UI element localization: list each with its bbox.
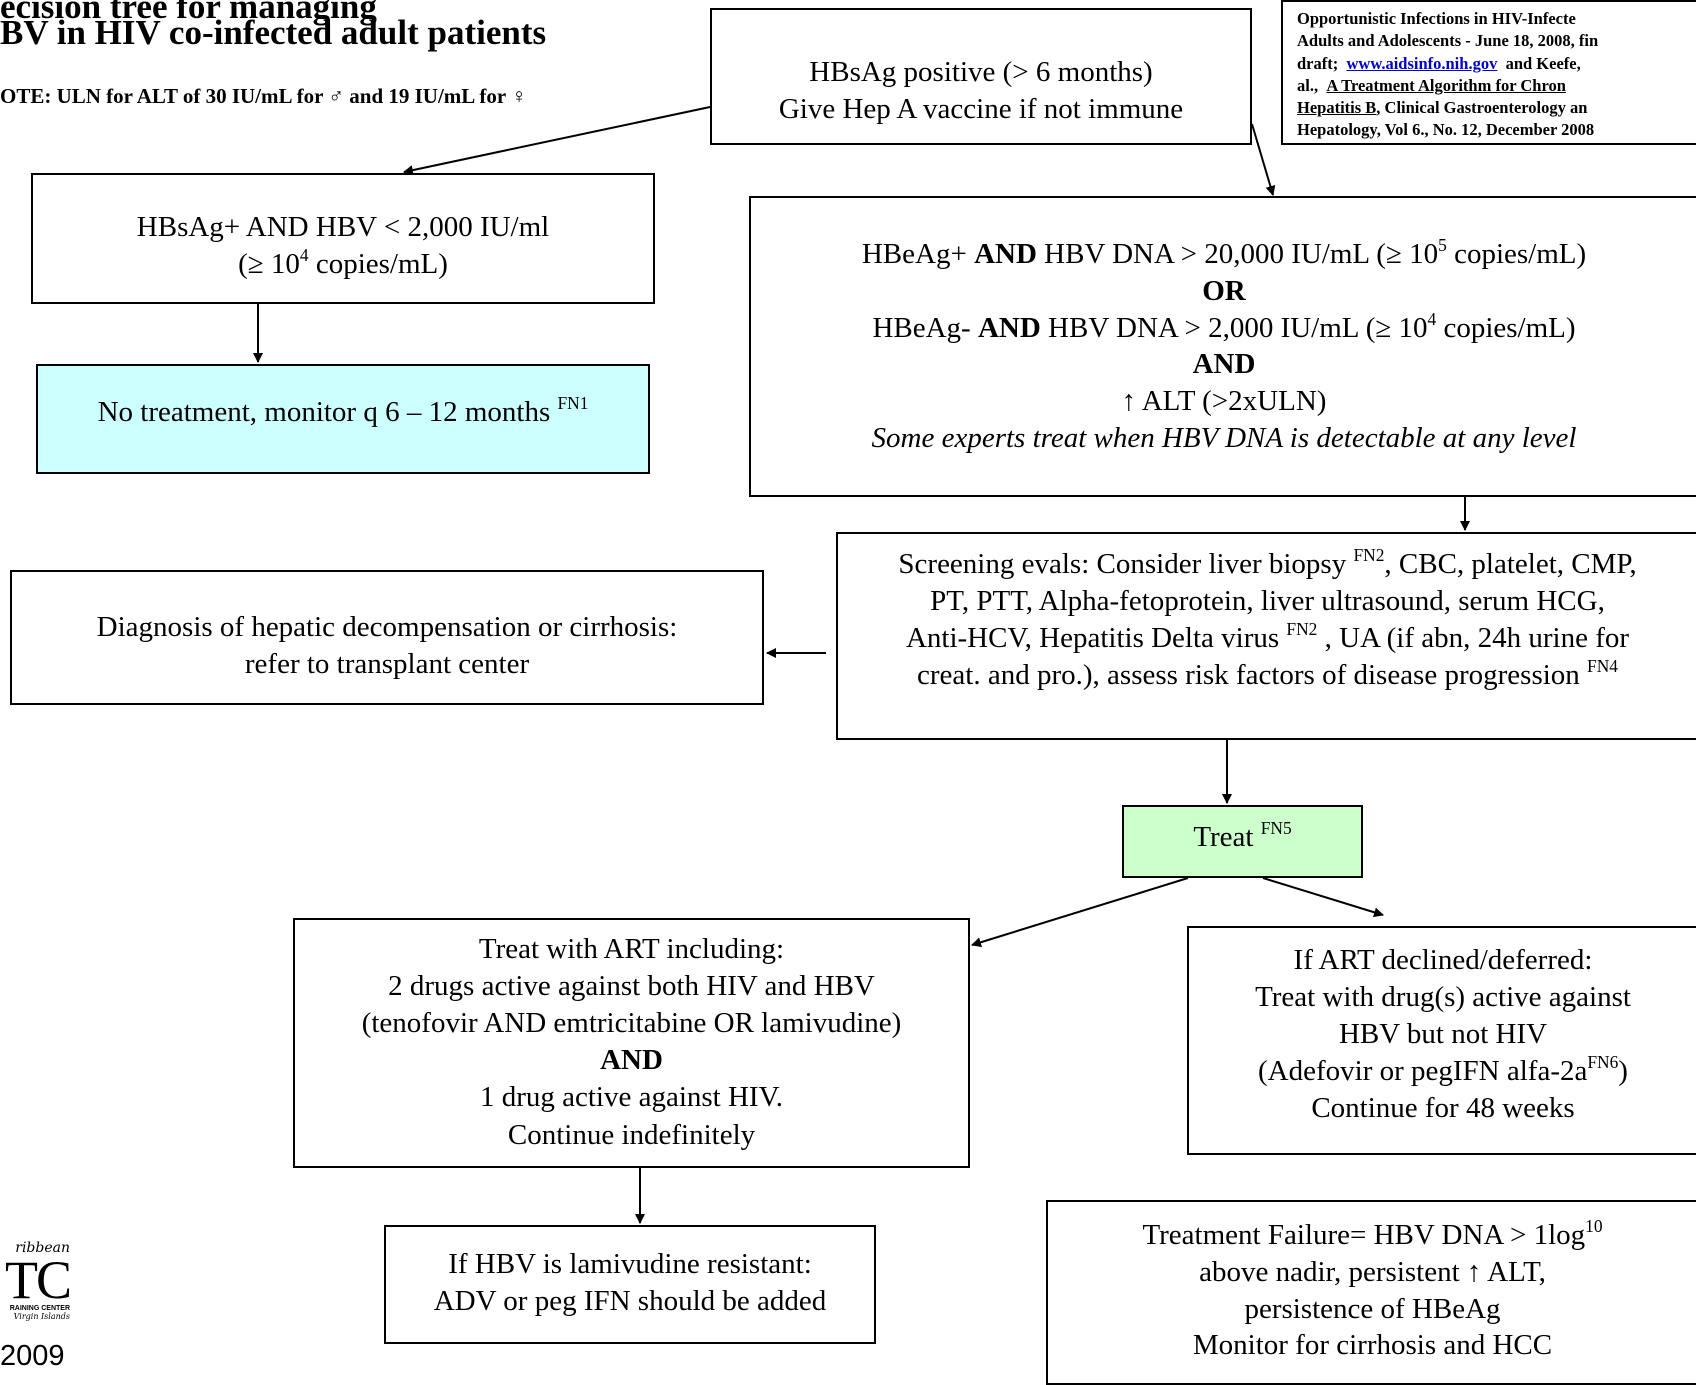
reference-line-3-pre: draft;	[1297, 53, 1339, 73]
failure-log-base: 10	[1585, 1215, 1603, 1236]
uln-note: OTE: ULN for ALT of 30 IU/mL for ♂ and 1…	[0, 84, 527, 108]
screening-line2: PT, PTT, Alpha-fetoprotein, liver ultras…	[930, 585, 1605, 618]
art-declined-line1: If ART declined/deferred:	[1293, 944, 1593, 976]
node-lamivudine-resistant: If HBV is lamivudine resistant: ADV or p…	[384, 1225, 876, 1344]
low-hbv-line2-post: copies/mL)	[308, 247, 448, 280]
criteria-and-3: AND	[1192, 348, 1256, 381]
art-declined-line5: Continue for 48 weeks	[1311, 1092, 1575, 1125]
low-hbv-line2-pre: (≥ 10	[238, 247, 300, 280]
reference-line-4-pre: al.,	[1297, 75, 1319, 95]
arrow-treat-to-art	[971, 877, 1189, 948]
decompensation-line2: refer to transplant center	[244, 647, 530, 680]
criteria-exp-5: 5	[1438, 234, 1447, 255]
art-declined-line2: Treat with drug(s) active against	[1255, 981, 1631, 1014]
art-declined-line3: HBV but not HIV	[1338, 1018, 1548, 1051]
lamivudine-line1: If HBV is lamivudine resistant:	[448, 1248, 812, 1280]
criteria-copies-1: copies/mL)	[1446, 238, 1587, 270]
art-declined-line4-close: )	[1618, 1055, 1628, 1088]
low-hbv-line1: HBsAg+ AND HBV < 2,000 IU/ml	[136, 211, 550, 243]
footnote-fn5: FN5	[1260, 817, 1292, 838]
node-hbsag-positive: HBsAg positive (> 6 months) Give Hep A v…	[710, 8, 1252, 145]
failure-line2: above nadir, persistent ↑ ALT,	[1199, 1255, 1546, 1288]
treat-text: Treat	[1193, 821, 1261, 853]
criteria-dna-20000: HBV DNA > 20,000 IU/mL (≥ 10	[1036, 238, 1439, 270]
node-art-declined: If ART declined/deferred: Treat with dru…	[1187, 926, 1696, 1155]
node-treatment-failure: Treatment Failure= HBV DNA > 1log10 abov…	[1046, 1200, 1696, 1385]
lamivudine-line2: ADV or peg IFN should be added	[433, 1284, 827, 1317]
screening-line4: creat. and pro.), assess risk factors of…	[917, 659, 1588, 692]
reference-article-title-2: Hepatitis B	[1297, 98, 1377, 118]
art-and: AND	[600, 1044, 663, 1077]
footnote-fn2-b: FN2	[1286, 619, 1318, 640]
aidsinfo-link[interactable]: www.aidsinfo.nih.gov	[1346, 53, 1498, 73]
node-no-treatment: No treatment, monitor q 6 – 12 months FN…	[36, 364, 650, 474]
arrow-positive-to-low	[403, 106, 711, 176]
criteria-or: OR	[1202, 274, 1246, 307]
art-line2: 2 drugs active against both HIV and HBV	[388, 970, 875, 1003]
failure-line3: persistence of HBeAg	[1244, 1292, 1501, 1325]
reference-box: Opportunistic Infections in HIV-Infecte …	[1281, 0, 1696, 145]
art-line1: Treat with ART including:	[478, 933, 785, 965]
reference-line-2: Adults and Adolescents - June 18, 2008, …	[1297, 31, 1599, 51]
footnote-fn2-a: FN2	[1353, 544, 1385, 565]
reference-article-title: A Treatment Algorithm for Chron	[1326, 75, 1566, 95]
no-treatment-text: No treatment, monitor q 6 – 12 months	[97, 396, 551, 428]
node-screening-evals: Screening evals: Consider liver biopsy F…	[836, 532, 1696, 740]
screening-line1-a: Screening evals: Consider liver biopsy	[898, 548, 1354, 580]
criteria-alt: ↑ ALT (>2xULN)	[1121, 385, 1327, 418]
caribbean-aetc-logo: ribbean TC RAINING CENTER Virgin Islands	[0, 1240, 72, 1321]
reference-line-5-post: , Clinical Gastroenterology an	[1376, 98, 1588, 118]
logo-small: RAINING CENTER	[9, 1304, 70, 1312]
footnote-fn6: FN6	[1587, 1052, 1619, 1073]
art-declined-line4: (Adefovir or pegIFN alfa-2a	[1258, 1055, 1588, 1088]
criteria-copies-2: copies/mL)	[1436, 311, 1576, 344]
page-title-line1: ecision tree for managing	[0, 0, 377, 26]
criteria-and-1: AND	[974, 238, 1037, 270]
criteria-and-2: AND	[977, 311, 1041, 344]
reference-line-6: Hepatology, Vol 6., No. 12, December 200…	[1297, 120, 1595, 140]
reference-line-3-post: and Keefe,	[1505, 53, 1581, 73]
logo-script-2: Virgin Islands	[13, 1311, 70, 1321]
logo-big: TC	[4, 1250, 72, 1310]
art-line5: 1 drug active against HIV.	[479, 1081, 784, 1114]
decompensation-line1: Diagnosis of hepatic decompensation or c…	[96, 611, 678, 643]
page-title-line2: BV in HIV co-infected adult patients	[0, 13, 547, 52]
screening-line3-b: , UA (if abn, 24h urine for	[1317, 622, 1630, 655]
criteria-exp-4: 4	[1427, 308, 1437, 329]
node-art-regimen: Treat with ART including: 2 drugs active…	[293, 918, 970, 1168]
failure-line4: Monitor for cirrhosis and HCC	[1192, 1329, 1553, 1362]
criteria-hbeag-pos: HBeAg+	[861, 238, 975, 270]
screening-line3-a: Anti-HCV, Hepatitis Delta virus	[905, 622, 1287, 655]
hbsag-positive-line1: HBsAg positive (> 6 months)	[809, 56, 1153, 88]
criteria-hbeag-neg: HBeAg-	[872, 311, 978, 344]
art-line6: Continue indefinitely	[507, 1118, 756, 1151]
screening-line1-b: , CBC, platelet, CMP,	[1384, 548, 1637, 580]
art-line3: (tenofovir AND emtricitabine OR lamivudi…	[361, 1007, 902, 1040]
logo-year: 2009	[0, 1340, 65, 1372]
node-decompensation: Diagnosis of hepatic decompensation or c…	[10, 570, 764, 705]
criteria-dna-2000: HBV DNA > 2,000 IU/mL (≥ 10	[1040, 311, 1428, 344]
failure-line1: Treatment Failure= HBV DNA > 1log	[1142, 1219, 1586, 1251]
criteria-expert-note: Some experts treat when HBV DNA is detec…	[871, 422, 1577, 455]
reference-line-1: Opportunistic Infections in HIV-Infecte	[1297, 9, 1576, 28]
hbsag-positive-line2: Give Hep A vaccine if not immune	[778, 92, 1184, 125]
arrow-treat-to-declined	[1262, 877, 1384, 918]
node-treat: Treat FN5	[1122, 805, 1363, 878]
low-hbv-exponent: 4	[299, 244, 309, 265]
node-low-hbv: HBsAg+ AND HBV < 2,000 IU/ml (≥ 104 copi…	[31, 173, 655, 304]
footnote-fn1: FN1	[557, 392, 589, 413]
node-treatment-criteria: HBeAg+ AND HBV DNA > 20,000 IU/mL (≥ 105…	[749, 196, 1696, 497]
logo-script: ribbean	[15, 1240, 70, 1256]
arrow-positive-to-criteria	[1251, 123, 1276, 196]
footnote-fn4: FN4	[1587, 656, 1618, 677]
